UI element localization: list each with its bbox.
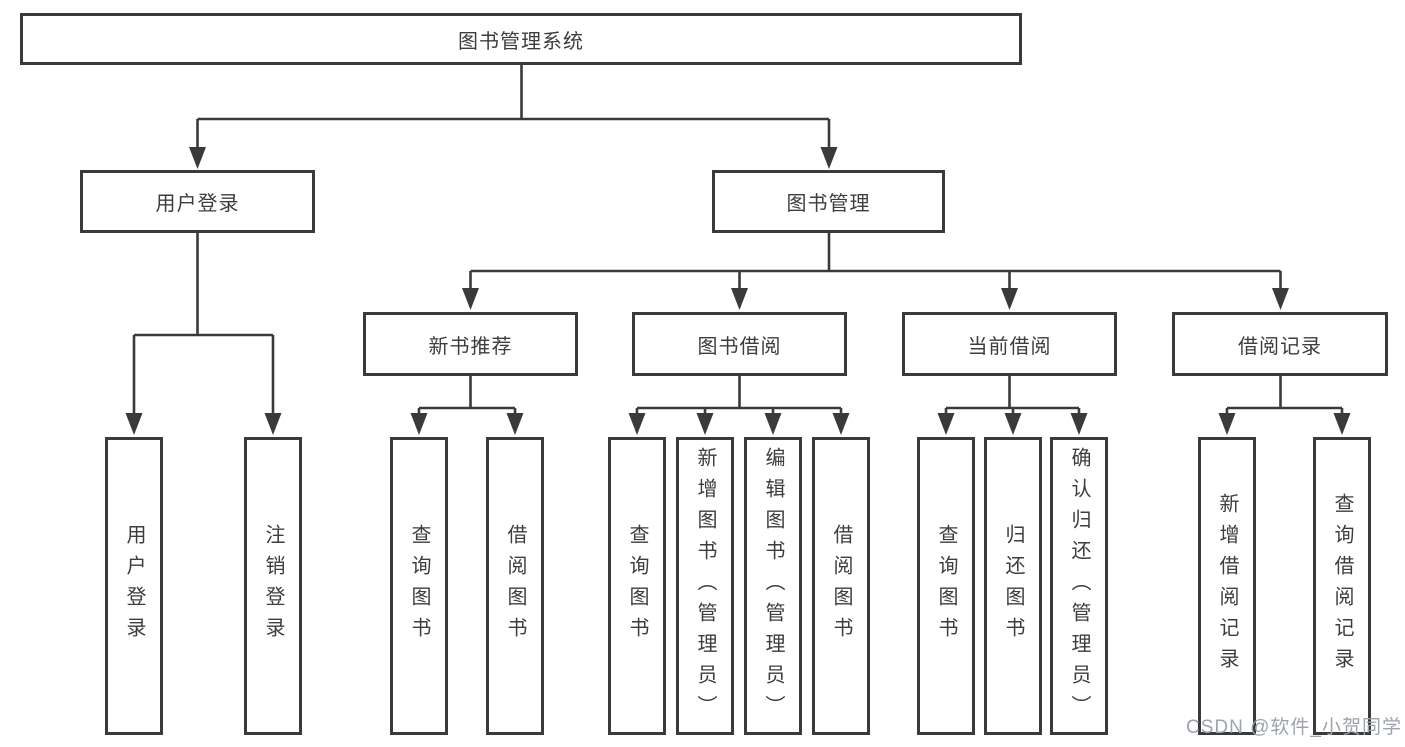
node-current-borrowing: 当前借阅 xyxy=(902,312,1117,376)
leaf-add-borrow-record: 新增借阅记录 xyxy=(1198,437,1256,735)
leaf-label: 借阅图书 xyxy=(830,524,852,648)
node-label: 用户登录 xyxy=(155,193,240,215)
leaf-logout: 注销登录 xyxy=(244,437,302,735)
leaf-edit-books-admin: 编辑图书（管理员） xyxy=(744,437,802,735)
leaf-label: 查询图书 xyxy=(408,524,430,648)
leaf-label: 查询图书 xyxy=(626,524,648,648)
node-label: 当前借阅 xyxy=(967,335,1052,358)
leaf-query-borrow-record: 查询借阅记录 xyxy=(1313,437,1371,735)
leaf-label: 借阅图书 xyxy=(504,524,526,648)
leaf-add-books-admin: 新增图书（管理员） xyxy=(676,437,734,735)
node-new-book-recommendation: 新书推荐 xyxy=(363,312,578,376)
leaf-label: 新增图书（管理员） xyxy=(694,446,716,726)
node-label: 借阅记录 xyxy=(1238,335,1322,358)
leaf-query-books: 查询图书 xyxy=(608,437,666,735)
leaf-confirm-return-admin: 确认归还（管理员） xyxy=(1050,437,1108,735)
arrowheads xyxy=(125,147,1351,435)
node-label: 图书管理系统 xyxy=(458,30,584,53)
leaf-label: 注销登录 xyxy=(262,524,284,648)
leaf-user-login: 用户登录 xyxy=(105,437,163,735)
node-label: 新书推荐 xyxy=(428,335,513,358)
leaf-query-books: 查询图书 xyxy=(390,437,448,735)
leaf-label: 归还图书 xyxy=(1002,524,1024,648)
leaf-label: 编辑图书（管理员） xyxy=(762,446,784,726)
node-label: 图书借阅 xyxy=(697,335,782,358)
leaf-borrow-books: 借阅图书 xyxy=(812,437,870,735)
tree-edges xyxy=(132,65,1344,416)
leaf-return-books: 归还图书 xyxy=(984,437,1042,735)
leaf-query-books: 查询图书 xyxy=(917,437,975,735)
node-borrowing-records: 借阅记录 xyxy=(1172,312,1388,376)
csdn-watermark: CSDN @软件_小贺同学 xyxy=(1186,717,1402,738)
node-library-management-system: 图书管理系统 xyxy=(20,13,1022,65)
node-user-login: 用户登录 xyxy=(80,170,315,233)
leaf-label: 查询借阅记录 xyxy=(1331,493,1353,679)
leaf-label: 用户登录 xyxy=(123,524,145,648)
node-book-management: 图书管理 xyxy=(712,170,945,233)
node-label: 图书管理 xyxy=(786,193,871,215)
leaf-label: 确认归还（管理员） xyxy=(1068,446,1090,726)
leaf-label: 查询图书 xyxy=(935,524,957,648)
leaf-label: 新增借阅记录 xyxy=(1216,493,1238,679)
node-book-borrowing: 图书借阅 xyxy=(632,312,847,376)
leaf-borrow-books: 借阅图书 xyxy=(486,437,544,735)
